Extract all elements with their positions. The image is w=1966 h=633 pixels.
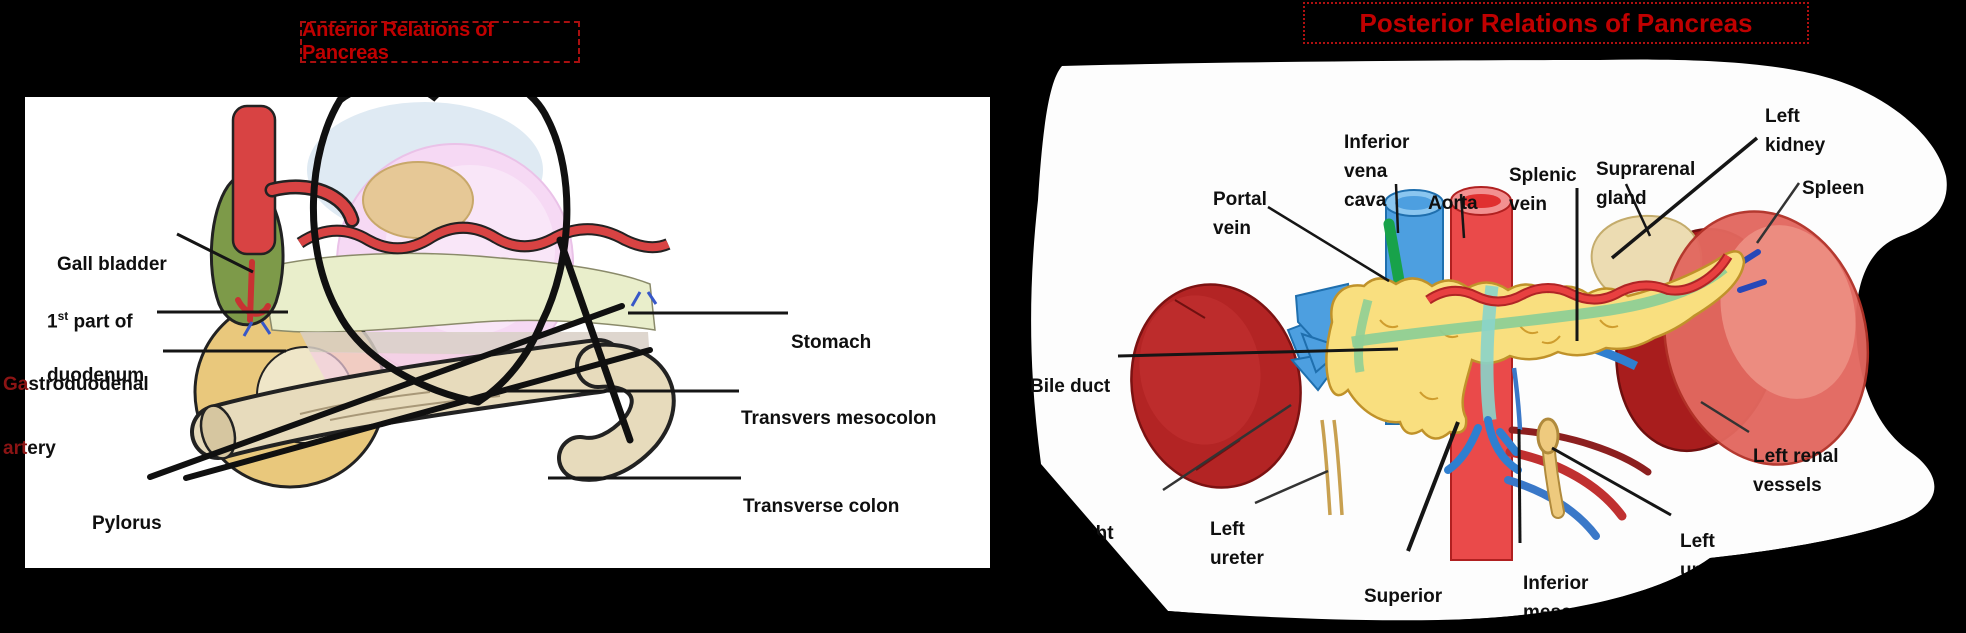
left-kidney-leader <box>1610 136 1759 260</box>
anterior-title: Anterior Relations of Pancreas <box>302 19 494 64</box>
gastro-black1: stroduodenal <box>28 374 149 395</box>
gastro-red2: art <box>3 438 28 459</box>
superior-mesenteric-line1: Superior <box>1364 586 1443 607</box>
inferior-mesenteric-vein-shape <box>1511 367 1523 431</box>
suprarenal-leader <box>1624 183 1652 237</box>
vessel-marks-right <box>630 291 658 307</box>
inferior-mesenteric-vein-text: Inferior mesenteric vein <box>1523 573 1624 633</box>
label-bile-duct: Bile duct <box>1030 343 1110 401</box>
pancreas-lobules <box>1379 319 1619 401</box>
aorta-text: Aorta <box>1428 193 1478 214</box>
splenic-vein-text: Splenic vein <box>1509 165 1577 215</box>
label-suprarenal-gland: Suprarenal gland <box>1596 126 1695 213</box>
splenic-artery-shape <box>1426 254 1731 305</box>
stomach-outline-descender <box>556 236 634 444</box>
label-spleen: Spleen <box>1802 145 1864 203</box>
inferior-mesenteric-leader <box>1517 428 1522 544</box>
label-left-renal-vessels: Left renal vessels <box>1753 413 1839 500</box>
portal-vessel-tube <box>231 104 277 256</box>
colon-end-cap <box>199 404 237 460</box>
suprarenal-gland-text: Suprarenal gland <box>1596 159 1696 209</box>
first-part-line2: duodenum <box>47 365 145 387</box>
ivc-text: Inferior vena cava <box>1344 132 1410 211</box>
label-right-renal-vessels: Right renal vessels <box>1065 490 1134 606</box>
left-ureter-right-text: Left ureter <box>1680 531 1734 581</box>
vessel-marks-left <box>242 321 272 337</box>
label-left-ureter-lower: Left ureter <box>1210 486 1264 573</box>
left-kidney-text: Left kidney <box>1765 106 1826 156</box>
label-transvers-mesocolon: Transvers mesocolon <box>741 378 936 432</box>
superior-mesenteric-vessels-shape <box>1444 416 1522 474</box>
pylorus-pointer-line <box>147 303 625 480</box>
hepatic-artery <box>267 181 357 225</box>
gastro-black2: ery <box>27 438 56 459</box>
left-ureter-lower-text: Left ureter <box>1210 519 1264 569</box>
renal-artery-branch <box>1508 426 1652 476</box>
transvers-mesocolon-text: Transvers mesocolon <box>741 408 937 429</box>
label-splenic-vein: Splenic vein <box>1509 132 1577 219</box>
transverse-colon-text: Transverse colon <box>743 496 900 517</box>
stomach-text: Stomach <box>791 332 872 353</box>
spleen-inner <box>1720 225 1856 399</box>
bile-duct-shape <box>1383 218 1407 298</box>
label-left-ureter-right: Left ureter <box>1680 498 1734 585</box>
left-ureter-top <box>1536 417 1560 455</box>
smv-crossing <box>1480 285 1499 421</box>
ivc-lumen <box>1395 196 1433 210</box>
gallbladder-leader <box>176 232 254 274</box>
right-renal-vessels-text: Right renal vessels <box>1065 523 1134 602</box>
label-gall-bladder: Gall bladder <box>57 224 167 278</box>
anterior-diagram-illustration <box>25 97 990 568</box>
first-part-number: 1 <box>47 311 58 333</box>
first-part-rest: part of <box>68 311 133 333</box>
aorta-leader <box>1459 193 1466 239</box>
portal-vein-text: Portal vein <box>1213 189 1267 239</box>
right-kidney-highlight <box>1139 295 1261 445</box>
aorta-lumen <box>1461 194 1501 208</box>
posterior-title: Posterior Relations of Pancreas <box>1359 7 1753 38</box>
left-renal-vessels-text: Left renal vessels <box>1753 446 1839 496</box>
label-portal-vein: Portal vein <box>1213 156 1267 243</box>
label-first-part-duodenum: 1st part of duodenum <box>47 276 144 389</box>
stomach-outline-left <box>310 97 482 406</box>
label-inferior-vena-cava: Inferior vena cava <box>1344 99 1409 215</box>
first-part-superscript: st <box>57 309 69 323</box>
label-pylorus: Pylorus <box>92 483 162 537</box>
label-stomach: Stomach <box>791 302 871 356</box>
ivc-leader <box>1394 183 1400 234</box>
portal-vein-leader <box>1267 205 1390 283</box>
pylorus-text: Pylorus <box>92 513 162 534</box>
label-inferior-mesenteric-vein: Inferior mesenteric vein <box>1523 540 1623 633</box>
label-left-kidney: Left kidney <box>1765 73 1825 160</box>
splenic-artery <box>297 223 670 253</box>
gastro-red1: Ga <box>3 374 29 395</box>
posterior-diagram-illustration <box>1031 59 1947 621</box>
left-renal-leader <box>1700 400 1750 434</box>
gall-bladder-text: Gall bladder <box>57 254 167 275</box>
spleen-leader <box>1755 182 1801 244</box>
colon-fill <box>194 342 622 456</box>
stomach-outline-right <box>336 97 571 406</box>
label-gastroduodenal-artery: Gastroduodenal artery <box>3 337 149 465</box>
label-aorta: Aorta <box>1428 160 1478 218</box>
bile-duct-leader <box>1117 347 1399 358</box>
colon-hook-fill <box>561 346 672 478</box>
label-superior-mesenteric-vessels: Superior mesenteric vessels <box>1364 553 1464 633</box>
second-pointer-line <box>183 347 653 481</box>
anterior-title-box: Anterior Relations of Pancreas <box>300 19 580 64</box>
label-transverse-colon: Transverse colon <box>743 466 899 520</box>
bile-duct-text: Bile duct <box>1030 376 1111 397</box>
posterior-title-box: Posterior Relations of Pancreas <box>1303 2 1809 44</box>
spleen-text: Spleen <box>1802 178 1865 199</box>
